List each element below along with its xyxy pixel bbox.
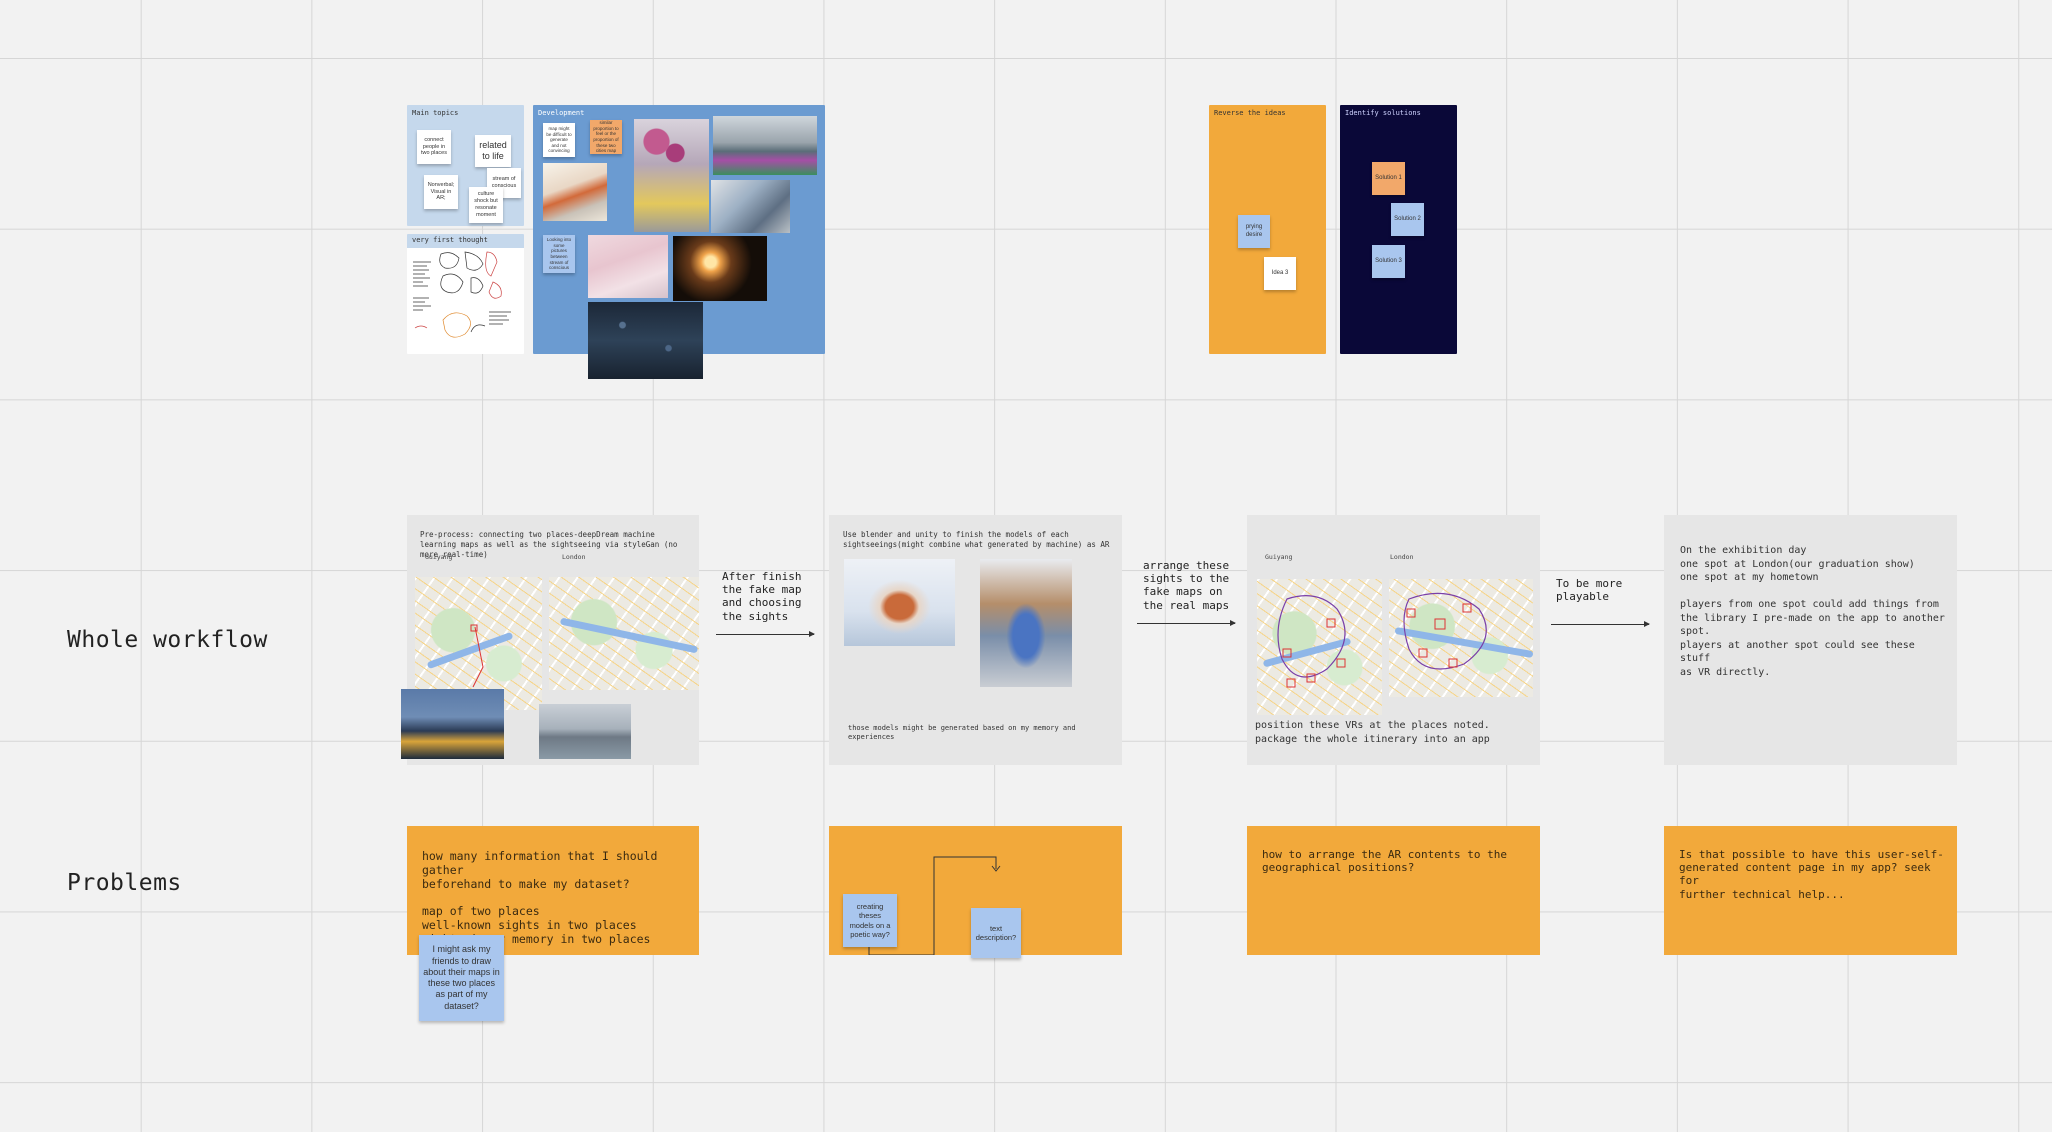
sticky-note[interactable]: Looking into some pictures between strea… [543, 235, 575, 273]
sticky-note[interactable]: I might ask my friends to draw about the… [419, 935, 504, 1021]
frame-title: Reverse the ideas [1214, 109, 1286, 117]
sticky-note[interactable]: Solution 1 [1372, 162, 1405, 195]
problem-text: Is that possible to have this user-self-… [1679, 848, 1944, 901]
arrow-label: arrange these sights to the fake maps on… [1143, 559, 1230, 612]
workflow-card-exhibition[interactable]: On the exhibition day one spot at London… [1664, 515, 1957, 765]
row-label-whole-workflow: Whole workflow [67, 627, 268, 653]
frame-title: very first thought [412, 236, 488, 244]
sticky-note[interactable]: similar proportion to feel or the propor… [590, 120, 622, 154]
sticky-note[interactable]: prying desire [1238, 215, 1270, 248]
frame-reverse-ideas[interactable]: Reverse the ideas prying desire Idea 3 [1209, 105, 1326, 354]
frame-very-first-thought[interactable]: very first thought [407, 234, 524, 354]
image-placeholder [673, 236, 767, 301]
sticky-note[interactable]: culture shock but resonate moment [469, 187, 503, 223]
frame-title: Development [538, 109, 585, 117]
map-guiyang-arranged [1257, 579, 1382, 715]
frame-identify-solutions[interactable]: Identify solutions Solution 1 Solution 2… [1340, 105, 1457, 354]
problem-text: how to arrange the AR contents to the ge… [1262, 848, 1508, 875]
card-text: On the exhibition day one spot at London… [1680, 545, 1945, 678]
arrow-connector [1137, 620, 1236, 626]
sticky-note[interactable]: map might be difficult to generate and n… [543, 123, 575, 157]
problem-card-arrange[interactable]: how to arrange the AR contents to the ge… [1247, 826, 1540, 955]
photo-guiyang [401, 689, 504, 759]
sticky-note[interactable]: text description? [971, 908, 1021, 958]
card-text: Use blender and unity to finish the mode… [843, 530, 1110, 549]
problem-card-dataset[interactable]: how many information that I should gathe… [407, 826, 699, 955]
image-placeholder [543, 163, 607, 221]
image-placeholder [588, 302, 703, 379]
model-pagoda-image [844, 559, 955, 646]
workflow-card-position[interactable]: Guiyang London position these VRs at the… [1247, 515, 1540, 765]
map-label: Guiyang [425, 553, 453, 561]
arrow-connector [716, 631, 815, 637]
sketch-drawing [413, 251, 511, 338]
map-london [549, 577, 699, 690]
arrow-connector [1551, 621, 1650, 627]
sticky-note[interactable]: connect people in two places [417, 130, 451, 164]
frame-development[interactable]: Development map might be difficult to ge… [533, 105, 825, 379]
problem-card-ugc[interactable]: Is that possible to have this user-self-… [1664, 826, 1957, 955]
connector-line [868, 856, 1001, 955]
photo-london [539, 704, 631, 759]
map-london-arranged [1389, 579, 1533, 697]
card-text: Pre-process: connecting two places-deepD… [420, 530, 678, 559]
map-guiyang [415, 577, 542, 710]
workflow-card-preprocess[interactable]: Pre-process: connecting two places-deepD… [401, 515, 699, 765]
map-label: London [562, 553, 586, 561]
sticky-note[interactable]: Nonverbal; Visual in AR; [424, 175, 458, 209]
image-placeholder [588, 235, 668, 298]
sticky-note[interactable]: related to life [475, 135, 511, 167]
frame-title: Identify solutions [1345, 109, 1421, 117]
sticky-note[interactable]: Solution 3 [1372, 245, 1405, 278]
card-footer: position these VRs at the places noted. … [1255, 720, 1490, 745]
problem-card-models[interactable]: creating theses models on a poetic way? … [829, 826, 1122, 958]
frame-main-topics[interactable]: Main topics connect people in two places… [407, 105, 524, 226]
row-label-problems: Problems [67, 870, 182, 896]
image-placeholder [634, 119, 709, 232]
card-footer: those models might be generated based on… [848, 724, 1076, 742]
problem-text: how many information that I should gathe… [422, 849, 658, 946]
image-placeholder [711, 180, 790, 233]
sticky-note[interactable]: Idea 3 [1264, 257, 1296, 290]
arrow-label: After finish the fake map and choosing t… [722, 570, 802, 623]
sticky-note[interactable]: creating theses models on a poetic way? [843, 894, 897, 947]
model-city-image [980, 559, 1072, 687]
workflow-card-models[interactable]: Use blender and unity to finish the mode… [829, 515, 1122, 765]
frame-title: Main topics [412, 109, 459, 117]
map-label: Guiyang [1265, 553, 1293, 561]
map-label: London [1390, 553, 1414, 561]
sticky-note[interactable]: Solution 2 [1391, 203, 1424, 236]
image-placeholder [713, 116, 817, 175]
arrow-label: To be more playable [1556, 577, 1623, 604]
